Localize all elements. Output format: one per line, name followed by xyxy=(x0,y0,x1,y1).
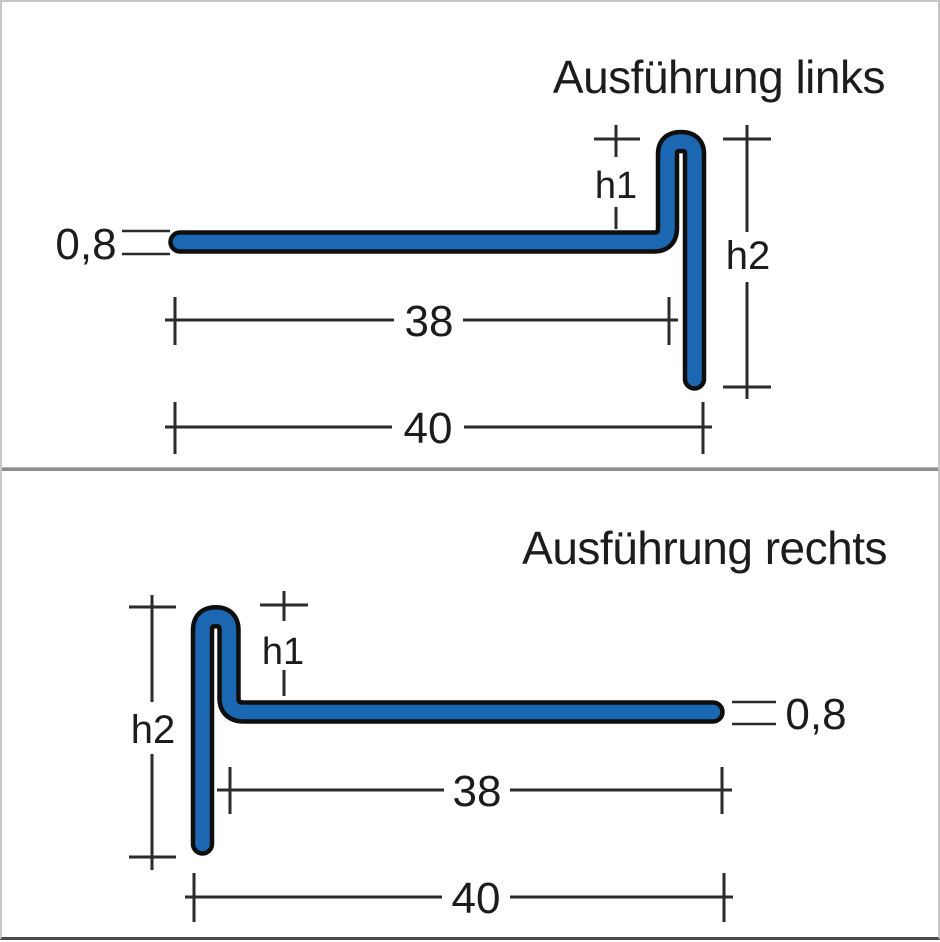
dim-h2-rechts: h2 xyxy=(129,595,176,870)
dim-h1-links: h1 xyxy=(594,125,640,229)
dim-label-38: 38 xyxy=(405,297,454,346)
panel-title-links: Ausführung links xyxy=(553,51,885,103)
profile-links xyxy=(168,129,707,391)
dim-40-links: 40 xyxy=(165,402,712,454)
dim-40-rechts: 40 xyxy=(185,873,733,923)
profile-body xyxy=(172,134,702,387)
dim-thickness-links: 0,8 xyxy=(55,220,170,269)
dim-label-h2: h2 xyxy=(131,708,176,752)
dim-label-h1: h1 xyxy=(262,631,304,673)
dim-label-thickness: 0,8 xyxy=(55,220,116,269)
dim-label-40: 40 xyxy=(452,874,501,923)
dim-thickness-rechts: 0,8 xyxy=(732,690,847,739)
dim-h1-rechts: h1 xyxy=(260,591,308,696)
dim-h2-links: h2 xyxy=(723,125,771,399)
profile-body xyxy=(195,609,721,852)
dim-38-rechts: 38 xyxy=(217,767,732,816)
panel-rechts-drawing: Ausführung rechts h1 h2 0,8 xyxy=(129,522,888,923)
dim-label-h2: h2 xyxy=(726,234,771,278)
panel-divider xyxy=(2,467,938,471)
dim-label-h1: h1 xyxy=(595,165,637,207)
dim-38-links: 38 xyxy=(165,297,678,346)
dim-label-38: 38 xyxy=(453,767,502,816)
profile-rechts xyxy=(190,605,725,856)
panel-links-drawing: Ausführung links 0,8 h1 h2 xyxy=(55,51,886,454)
panel-title-rechts: Ausführung rechts xyxy=(522,522,887,574)
dim-label-thickness: 0,8 xyxy=(785,690,846,739)
dim-label-40: 40 xyxy=(404,404,453,453)
